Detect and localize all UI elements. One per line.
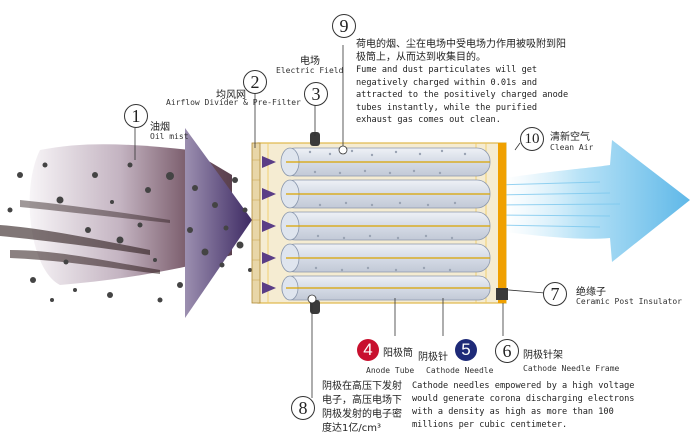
- callout-3-marker: 3: [304, 82, 328, 106]
- callout-2-label-en: Airflow Divider & Pre-Filter: [166, 98, 301, 107]
- callout-8-text-cn: 阴极在高压下发射 电子，高压电场下 阴极发射的电子密 度达1亿/cm³: [322, 380, 402, 436]
- callout-5-label-en: Cathode Needle: [426, 366, 494, 375]
- leader-lines: [134, 45, 546, 398]
- callout-8-marker: 8: [291, 396, 315, 420]
- oil-mist-arrow: [185, 128, 252, 318]
- callout-6-label-cn: 阴极针架: [523, 350, 563, 361]
- callout-6-label-en: Cathode Needle Frame: [523, 364, 620, 373]
- callout-9-cn-line: 荷电的烟、尘在电场中受电场力作用被吸附到阳: [356, 39, 566, 50]
- callout-9-en-line: exhaust gas comes out clean.: [356, 115, 501, 125]
- callout-7-label-en: Ceramic Post Insulator: [576, 297, 682, 306]
- callout-10-marker: 10: [520, 127, 544, 151]
- callout-3-label-en: Electric Field: [276, 66, 344, 75]
- callout-9-en-line: tubes instantly, while the purified: [356, 102, 538, 113]
- callout-8-en-line: millions per cubic centimeter.: [412, 420, 568, 430]
- top-insulator: [310, 132, 320, 146]
- bottom-insulator: [310, 300, 320, 314]
- callout-4-marker: 4: [357, 339, 379, 361]
- callout-8-cn-line: 电子，高压电场下: [322, 395, 402, 406]
- oil-mist-cloud: [0, 144, 232, 285]
- cathode-needle-frame: [498, 143, 506, 303]
- anode-tubes: [280, 147, 491, 301]
- cathode-needles: [286, 161, 490, 289]
- callout-5-marker: 5: [455, 339, 477, 361]
- callout-10-label-cn: 清新空气: [550, 132, 590, 143]
- callout-7-label-cn: 绝缘子: [576, 287, 606, 298]
- callout-8-cn-line: 度达1亿/cm³: [322, 423, 381, 434]
- callout-8-en-line: Cathode needles empowered by a high volt…: [412, 381, 635, 391]
- callout-4-label-cn: 阳极筒: [383, 348, 413, 359]
- callout-10-label-en: Clean Air: [550, 143, 594, 152]
- callout-9-marker: 9: [332, 14, 356, 38]
- callout-7-marker: 7: [543, 282, 567, 306]
- airflow-divider-grid: [251, 142, 261, 304]
- callout-9-cn-line: 极筒上，从而达到收集目的。: [356, 52, 486, 63]
- mist-particles: [7, 162, 252, 303]
- collected-particles: [308, 149, 467, 272]
- callout-9-en-line: negatively charged within 0.01s and: [356, 77, 538, 88]
- callout-2-label-cn: 均风网: [216, 90, 246, 101]
- callout-8-cn-line: 阴极在高压下发射: [322, 381, 402, 392]
- callout-2-marker: 2: [243, 70, 267, 94]
- callout-8-cn-line: 阴极发射的电子密: [322, 409, 402, 420]
- callout-6-marker: 6: [495, 339, 519, 363]
- callout-8-en-line: with a density as high as more than 100: [412, 407, 614, 417]
- callout-5-label-cn: 阴极针: [418, 352, 448, 363]
- callout-1-marker: 1: [124, 104, 148, 128]
- callout-9-en-line: attracted to the positively charged anod…: [356, 90, 569, 100]
- callout-4-label-en: Anode Tube: [366, 366, 415, 375]
- callout-8-en-line: would generate corona discharging electr…: [412, 394, 635, 404]
- clean-air-plume: [494, 140, 690, 262]
- inflow-arrows: [262, 156, 276, 294]
- ceramic-post-insulator: [496, 288, 508, 300]
- callout-9-text-en: Fume and dust particulates will get nega…: [356, 64, 568, 127]
- callout-9-text-cn: 荷电的烟、尘在电场中受电场力作用被吸附到阳 极筒上，从而达到收集目的。: [356, 38, 566, 64]
- callout-1-label-cn: 油烟: [150, 122, 170, 133]
- callout-3-label-cn: 电场: [300, 56, 320, 67]
- callout-9-en-line: Fume and dust particulates will get: [356, 65, 538, 75]
- callout-1-label-en: Oil mist: [150, 132, 189, 141]
- callout-8-text-en: Cathode needles empowered by a high volt…: [412, 380, 634, 432]
